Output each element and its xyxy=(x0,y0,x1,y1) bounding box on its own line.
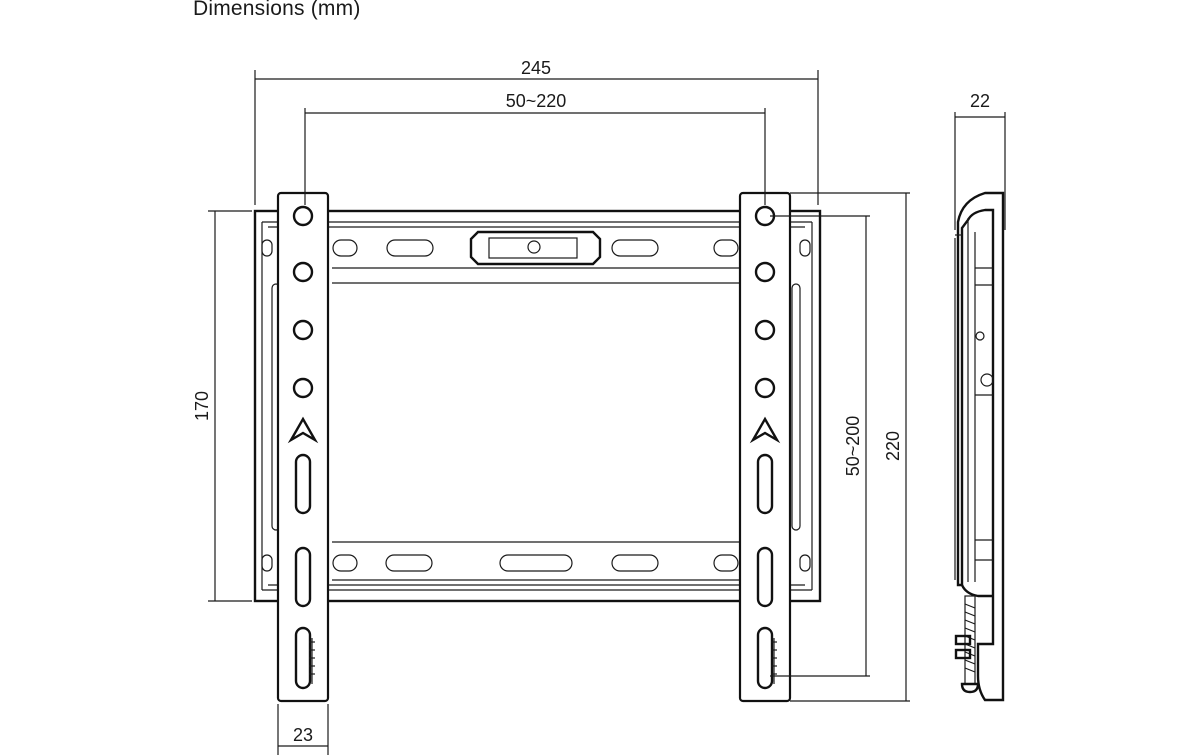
page-title: Dimensions (mm) xyxy=(193,0,361,20)
frame-outline xyxy=(253,209,822,603)
dim-overall-height: 220 xyxy=(883,431,903,461)
dim-overall-width: 245 xyxy=(521,58,551,78)
bottom-rail xyxy=(261,541,811,586)
dim-depth: 22 xyxy=(970,91,990,111)
arrow-up-icon xyxy=(749,416,781,444)
dim-vesa-vertical: 50~200 xyxy=(843,416,863,477)
dim-arm-width: 23 xyxy=(293,725,313,745)
arrow-up-icon xyxy=(287,416,319,444)
right-arm xyxy=(738,191,792,703)
dim-vesa-horizontal: 50~220 xyxy=(506,91,567,111)
dimension-lines xyxy=(208,70,1006,755)
dim-frame-height: 170 xyxy=(192,391,212,421)
top-rail xyxy=(261,226,811,284)
side-view xyxy=(954,191,1005,702)
front-view xyxy=(253,191,822,703)
left-arm xyxy=(276,191,330,703)
level-bubble xyxy=(527,240,541,254)
level-housing xyxy=(469,230,602,266)
screw-icon xyxy=(954,595,980,694)
